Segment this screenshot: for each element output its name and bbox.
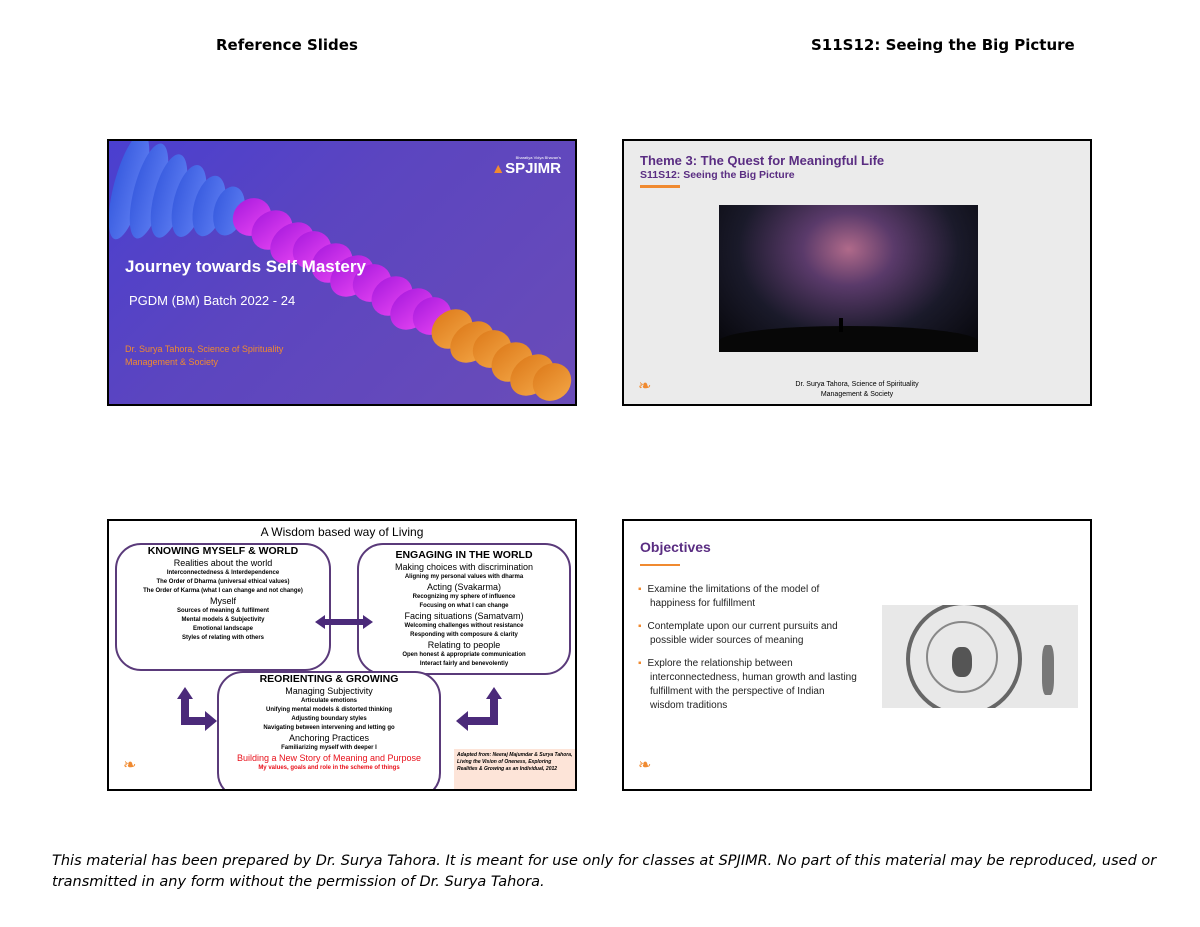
box-item: Navigating between intervening and letti… [263,725,395,731]
objective-item: ▪Explore the relationship between interc… [638,658,857,711]
corner-arrow-left-icon [177,687,217,731]
author-line: Management & Society [125,357,219,367]
theme-title: Theme 3: The Quest for Meaningful Life [640,153,885,168]
box-subheading: Acting (Svakarma) [426,582,502,592]
box-subheading: Making choices with discrimination [394,562,534,572]
box-subheading: Realities about the world [173,558,273,568]
flame-icon: ❧ [638,757,652,774]
framework-title: A Wisdom based way of Living [260,525,424,539]
box-heading: REORIENTING & GROWING [259,673,399,685]
box-heading: ENGAGING IN THE WORLD [395,549,533,561]
box-item: Styles of relating with others [181,635,264,641]
flame-icon: ▲ [491,160,506,176]
person-silhouette [839,318,843,332]
box-subheading: Relating to people [427,640,501,650]
theme-subtitle: S11S12: Seeing the Big Picture [640,169,795,181]
box-item: Recognizing my sphere of influence [412,594,516,600]
flame-icon: ❧ [638,378,652,395]
objectives-list: ▪Examine the limitations of the model of… [636,583,860,722]
accent-line [640,564,680,566]
slide-objectives: Objectives ▪Examine the limitations of t… [622,519,1092,791]
citation-box: Adapted from: Neeraj Majumdar & Surya Ta… [454,749,575,789]
box-item: Responding with composure & clarity [410,632,518,638]
engaging-box: ENGAGING IN THE WORLD Making choices wit… [357,543,571,675]
reorienting-box: REORIENTING & GROWING Managing Subjectiv… [217,671,441,789]
box-item: Open honest & appropriate communication [402,652,526,658]
spjimr-logo: Bharatiya Vidya Bhavan's ▲SPJIMR [491,155,561,178]
box-subheading: Myself [209,596,236,606]
corner-arrow-right-icon [456,687,502,731]
citation-line: Adapted from: Neeraj Majumdar & Surya Ta… [457,752,573,758]
box-item: Articulate emotions [300,698,357,704]
header-right: S11S12: Seeing the Big Picture [811,36,1075,54]
box-item: Mental models & Subjectivity [181,617,265,623]
box-item: Adjusting boundary styles [291,716,367,722]
objective-item: ▪Examine the limitations of the model of… [638,584,820,609]
author-line: Dr. Surya Tahora, Science of Spiritualit… [125,344,284,354]
box-item: Familiarizing myself with deeper I [281,745,377,751]
objective-text: Explore the relationship between interco… [647,658,857,711]
hamster-wheel-illustration [882,605,1078,708]
milky-way-image [719,205,978,352]
objectives-title: Objectives [640,539,711,555]
box-item: Welcoming challenges without resistance [404,623,524,629]
box-item: Interconnectedness & Interdependence [166,570,280,576]
logo-tagline: Bharatiya Vidya Bhavan's [515,155,561,160]
arrows [177,615,502,731]
box-subheading: Facing situations (Samatvam) [404,611,524,621]
box-item: Sources of meaning & fulfilment [176,608,269,614]
box-item: Interact fairly and benevolently [419,661,509,667]
box-item: Emotional landscape [192,626,253,632]
box-item: Aligning my personal values with dharma [404,574,524,580]
box-heading: KNOWING MYSELF & WORLD [147,545,299,557]
double-arrow-icon [315,615,373,629]
flame-icon: ❧ [123,757,137,774]
author-info: Dr. Surya Tahora, Science of Spiritualit… [125,343,283,369]
box-item: The Order of Dharma (universal ethical v… [156,579,290,585]
box-subheading: Anchoring Practices [288,733,370,743]
objective-text: Contemplate upon our current pursuits an… [647,621,838,646]
slide-title: Bharatiya Vidya Bhavan's ▲SPJIMR Journey… [107,139,577,406]
box-subheading: Managing Subjectivity [285,686,373,696]
slide-title-text: Journey towards Self Mastery [125,257,366,276]
slide-wisdom-framework: A Wisdom based way of Living KNOWING MYS… [107,519,577,791]
slide-subtitle: PGDM (BM) Batch 2022 - 24 [129,293,296,308]
citation-line: Living the Vision of Oneness, Exploring … [457,759,558,772]
box-item: Unifying mental models & distorted think… [265,707,392,713]
knowing-box: KNOWING MYSELF & WORLD Realities about t… [115,543,331,671]
red-title: Building a New Story of Meaning and Purp… [236,753,422,763]
box-item: Focusing on what I can change [419,603,509,609]
slide-theme: Theme 3: The Quest for Meaningful Life S… [622,139,1092,406]
credit-line: Dr. Surya Tahora, Science of Spiritualit… [795,381,919,388]
box-item: The Order of Karma (what I can change an… [143,588,303,594]
objective-text: Examine the limitations of the model of … [647,584,820,609]
accent-line [640,185,680,188]
objective-item: ▪Contemplate upon our current pursuits a… [638,621,838,646]
copyright-footer: This material has been prepared by Dr. S… [52,853,1157,890]
credit-line: Management & Society [820,391,894,398]
logo-text: SPJIMR [505,160,561,177]
red-subtitle: My values, goals and role in the scheme … [258,765,400,771]
header-left: Reference Slides [216,36,358,54]
